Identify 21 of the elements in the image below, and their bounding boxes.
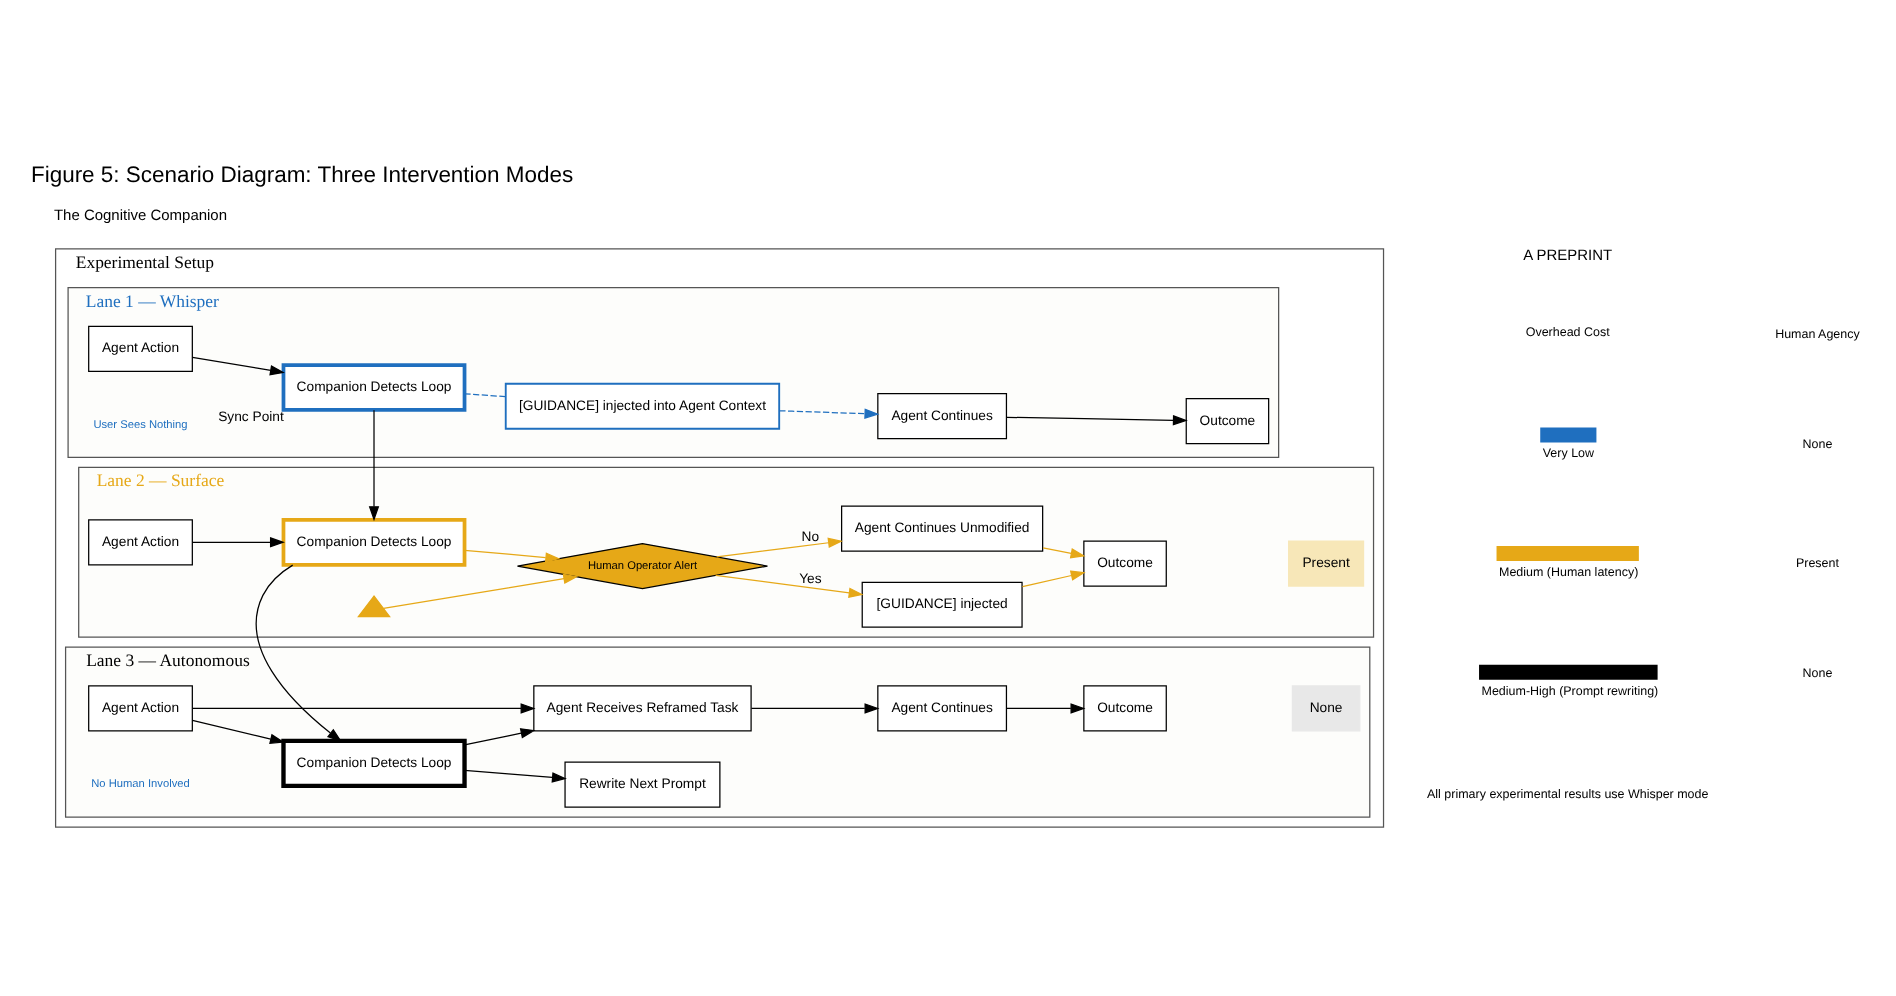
arrow [1005,703,1086,714]
arrow [463,769,567,783]
arrow [463,728,536,746]
arrow [778,408,880,419]
arrow [368,409,380,522]
arrow [716,537,843,558]
node-triangle [357,595,391,618]
arrow [191,703,536,714]
arrow [255,564,343,742]
arrow [1042,547,1086,559]
connector [463,393,506,398]
arrow [750,703,880,714]
arrow [463,549,561,563]
arrow [191,719,285,745]
arrow [191,356,285,376]
arrow [715,574,864,598]
arrow [1021,570,1086,588]
arrow [382,573,579,609]
diagram-title: Figure 5: Scenario Diagram: Three Intervention Modes [31,163,574,188]
arrow [191,537,285,548]
arrow [1005,415,1188,426]
